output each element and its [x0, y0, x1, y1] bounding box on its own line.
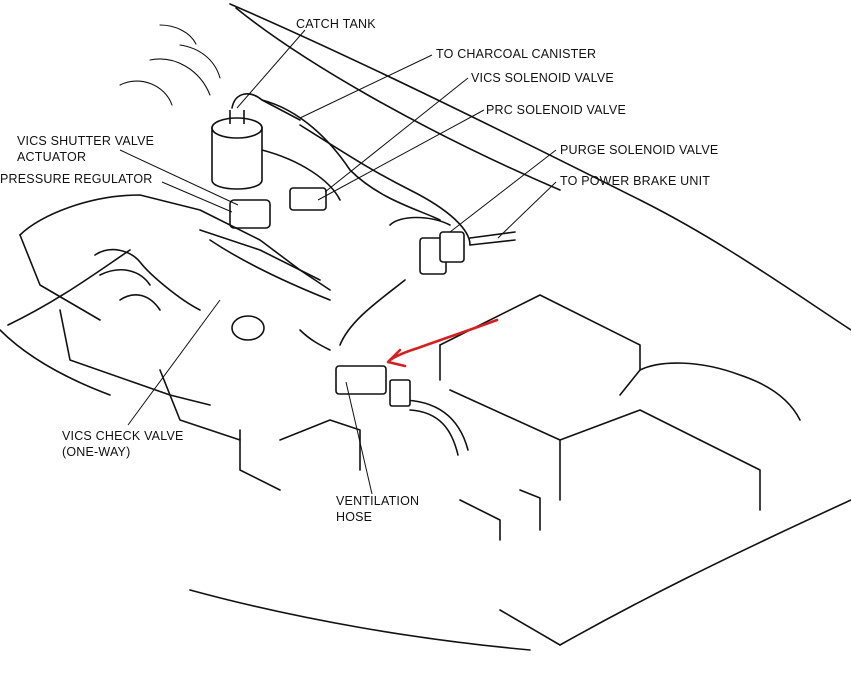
body-outline — [0, 3, 851, 651]
label-to-power-brake-unit: TO POWER BRAKE UNIT — [560, 174, 711, 188]
label-ventilation-hose-line2: HOSE — [336, 510, 373, 524]
decorative-strokes — [119, 24, 221, 106]
solenoid-cluster — [229, 187, 465, 407]
catch-tank — [211, 93, 301, 190]
label-catch-tank: CATCH TANK — [296, 17, 376, 31]
label-vics-check-valve-line2: (ONE-WAY) — [62, 445, 131, 459]
red-annotation-arrow — [386, 318, 499, 368]
hoses — [261, 99, 516, 456]
label-vics-solenoid-valve: VICS SOLENOID VALVE — [471, 71, 614, 85]
engine-block — [19, 194, 361, 491]
label-to-charcoal-canister: TO CHARCOAL CANISTER — [436, 47, 597, 61]
label-pressure-regulator: PRESSURE REGULATOR — [0, 172, 153, 186]
label-vics-shutter-valve-actuator-line2: ACTUATOR — [17, 150, 87, 164]
air-box — [439, 294, 801, 541]
label-vics-check-valve: VICS CHECK VALVE — [62, 429, 184, 443]
label-prc-solenoid-valve: PRC SOLENOID VALVE — [486, 103, 626, 117]
label-vics-shutter-valve-actuator: VICS SHUTTER VALVE — [17, 134, 155, 148]
label-purge-solenoid-valve: PURGE SOLENOID VALVE — [560, 143, 719, 157]
leader-lines — [119, 29, 557, 495]
label-ventilation-hose: VENTILATION — [336, 494, 420, 508]
